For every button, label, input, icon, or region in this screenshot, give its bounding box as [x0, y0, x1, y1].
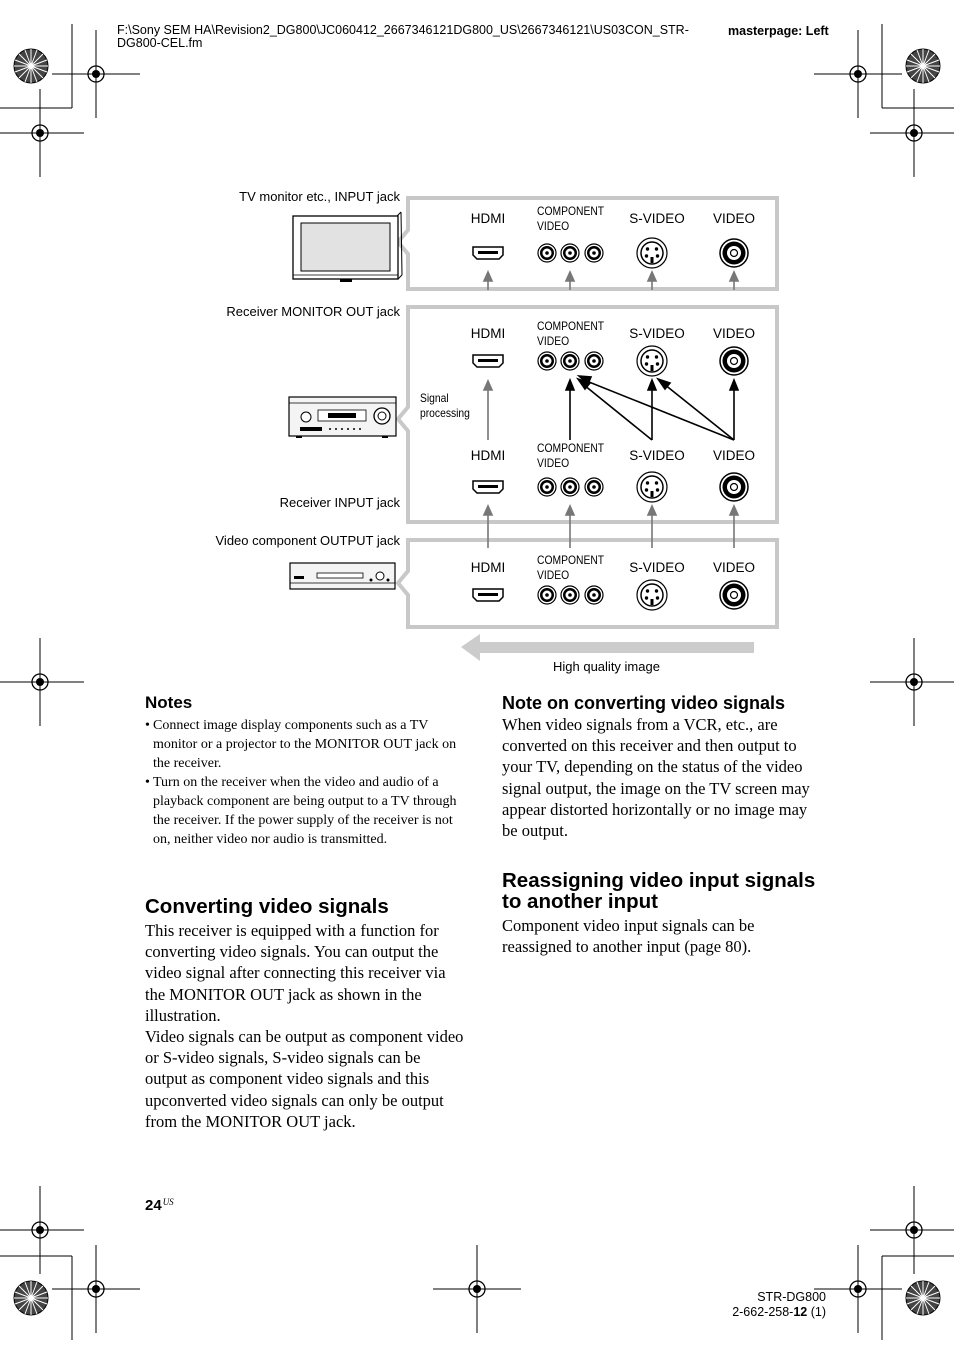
- video-component-illustration: [289, 562, 396, 590]
- jack-label-svideo: S-VIDEO: [629, 326, 685, 341]
- jack-label-video: VIDEO: [712, 560, 755, 575]
- reassigning-section: Reassigning video input signals to anoth…: [502, 870, 827, 957]
- converting-heading: Converting video signals: [145, 895, 389, 918]
- note-item: Connect image display components such as…: [145, 716, 465, 773]
- page-number: 24US: [145, 1197, 174, 1214]
- jack-label-hdmi: HDMI: [470, 448, 506, 463]
- jack-label-svideo: S-VIDEO: [629, 560, 685, 575]
- reassigning-para: Component video input signals can be rea…: [502, 916, 755, 957]
- label-video-component-output: Video component OUTPUT jack: [215, 533, 401, 548]
- jack-label-svideo: S-VIDEO: [629, 448, 685, 463]
- jack-label-video: VIDEO: [712, 448, 755, 463]
- jack-label-hdmi: HDMI: [470, 560, 506, 575]
- jack-label-hdmi: HDMI: [470, 211, 506, 226]
- footer-model: STR-DG800: [757, 1290, 826, 1304]
- notes-heading: Notes: [145, 693, 193, 712]
- jack-label-hdmi: HDMI: [470, 326, 506, 341]
- converting-section: Converting video signals This receiver i…: [145, 896, 465, 1132]
- header-file-path: F:\Sony SEM HA\Revision2_DG800\JC060412_…: [117, 23, 689, 50]
- note-converting-para: When video signals from a VCR, etc., are…: [502, 715, 810, 841]
- jack-label-svideo: S-VIDEO: [629, 211, 685, 226]
- notes-section: Notes Connect image display components s…: [145, 693, 465, 849]
- jack-label-video: VIDEO: [712, 326, 755, 341]
- tv-monitor-illustration: [292, 211, 403, 282]
- label-tv-input: TV monitor etc., INPUT jack: [239, 189, 400, 204]
- label-receiver-input: Receiver INPUT jack: [279, 495, 400, 510]
- note-converting-section: Note on converting video signals When vi…: [502, 693, 824, 841]
- note-item: Turn on the receiver when the video and …: [145, 773, 465, 849]
- footer-code: 2-662-258-12 (1): [732, 1305, 826, 1319]
- note-converting-heading: Note on converting video signals: [502, 693, 786, 713]
- jack-label-video: VIDEO: [712, 211, 755, 226]
- header-masterpage: masterpage: Left: [728, 24, 829, 38]
- reassigning-heading: Reassigning video input signals to anoth…: [502, 869, 816, 913]
- converting-para-1: This receiver is equipped with a functio…: [145, 921, 446, 1025]
- receiver-illustration: [288, 396, 397, 438]
- converting-para-2: Video signals can be output as component…: [145, 1027, 464, 1131]
- label-monitor-out: Receiver MONITOR OUT jack: [226, 304, 400, 319]
- arrow-caption: High quality image: [553, 659, 660, 674]
- footer-model-code: STR-DG800 2-662-258-12 (1): [722, 1290, 826, 1320]
